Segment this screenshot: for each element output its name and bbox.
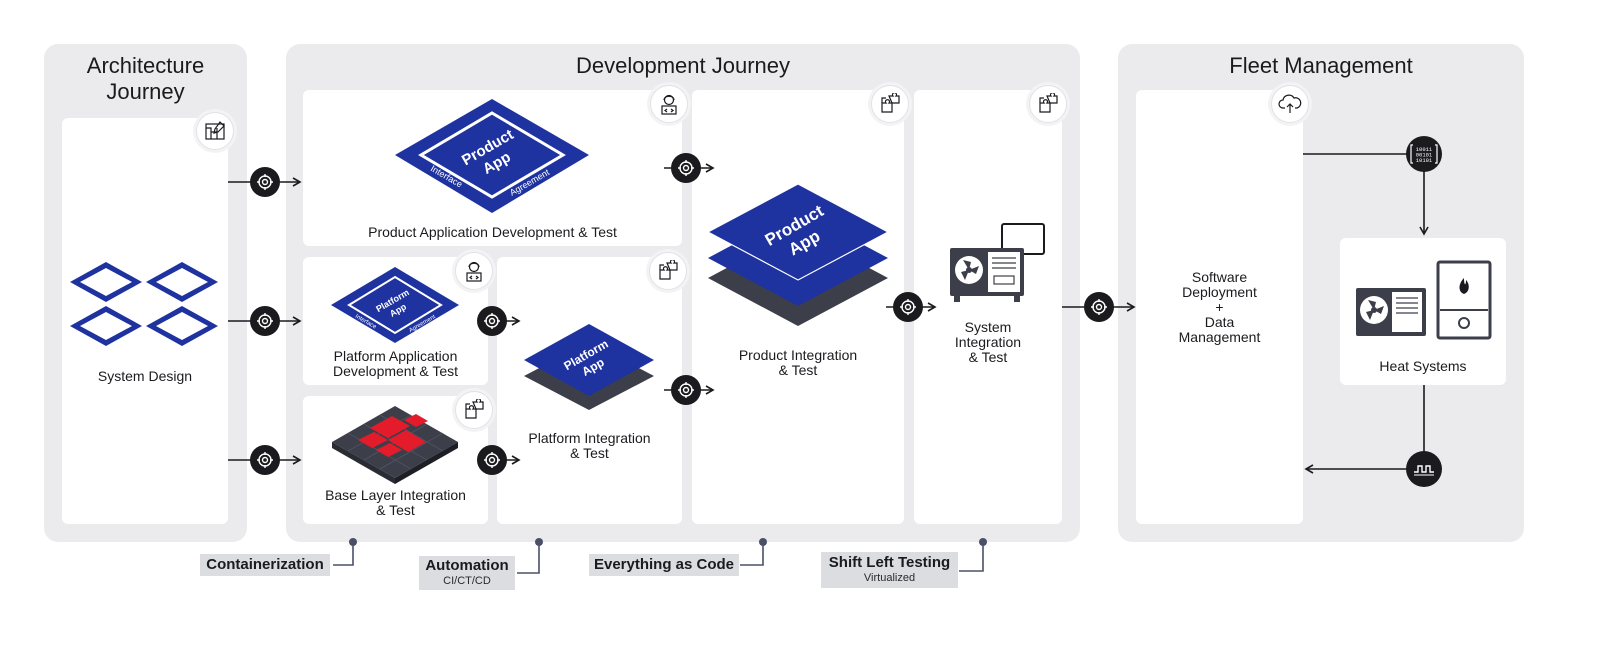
architecture-journey-title: Architecture Journey	[86, 53, 205, 104]
product-integration-label: Product Integration& Test	[738, 347, 858, 378]
cloud-upload-icon	[1271, 85, 1309, 123]
product-stack-illustration: Product App	[706, 183, 890, 326]
gear-target-icon	[1084, 292, 1114, 322]
gear-target-icon	[250, 167, 280, 197]
platform-app-tile: Platform App Interface Agreement	[331, 267, 459, 343]
gear-target-icon	[671, 153, 701, 183]
blueprint-icon	[196, 112, 234, 150]
fleet-management-title: Fleet Management	[1229, 53, 1413, 78]
software-deployment-label: Software Deployment + Data Management	[1178, 269, 1261, 345]
heat-pump-with-display-illustration	[950, 223, 1045, 302]
gear-target-icon	[671, 375, 701, 405]
product-app-tile: Product App Interface Agreement	[395, 99, 589, 213]
svg-text:10011: 10011	[1416, 146, 1433, 153]
svg-text:00101: 00101	[1416, 152, 1433, 159]
puzzle-icon	[649, 252, 687, 290]
automation-tag: Automation CI/CT/CD	[419, 556, 515, 590]
puzzle-icon	[871, 85, 909, 123]
containerization-tag: Containerization	[200, 554, 330, 576]
everything-as-code-tag: Everything as Code	[589, 554, 739, 576]
development-journey-title: Development Journey	[575, 53, 790, 78]
platform-stack-illustration: Platform App	[524, 324, 654, 410]
base-layer-illustration	[332, 406, 458, 484]
waveform-icon	[1406, 451, 1442, 487]
system-design-label: System Design	[97, 368, 193, 384]
puzzle-icon	[455, 391, 493, 429]
platform-integration-label: Platform Integration& Test	[528, 430, 651, 461]
developer-icon	[455, 252, 493, 290]
svg-text:10101: 10101	[1416, 157, 1433, 164]
interface-tiles-illustration	[70, 262, 218, 346]
heat-systems-illustration	[1356, 260, 1492, 340]
binary-data-icon: 10011 00101 10101	[1406, 136, 1442, 172]
gear-target-icon	[477, 306, 507, 336]
gear-target-icon	[250, 445, 280, 475]
gear-target-icon	[250, 306, 280, 336]
gear-target-icon	[477, 445, 507, 475]
shift-left-testing-tag: Shift Left Testing Virtualized	[821, 552, 958, 588]
developer-icon	[650, 85, 688, 123]
heat-systems-label: Heat Systems	[1379, 358, 1467, 374]
base-layer-label: Base Layer Integration& Test	[325, 487, 466, 518]
system-integration-card	[914, 90, 1062, 524]
gear-target-icon	[893, 292, 923, 322]
software-deployment-card	[1136, 90, 1303, 524]
product-app-dev-label: Product Application Development & Test	[368, 224, 617, 240]
puzzle-icon	[1029, 85, 1067, 123]
